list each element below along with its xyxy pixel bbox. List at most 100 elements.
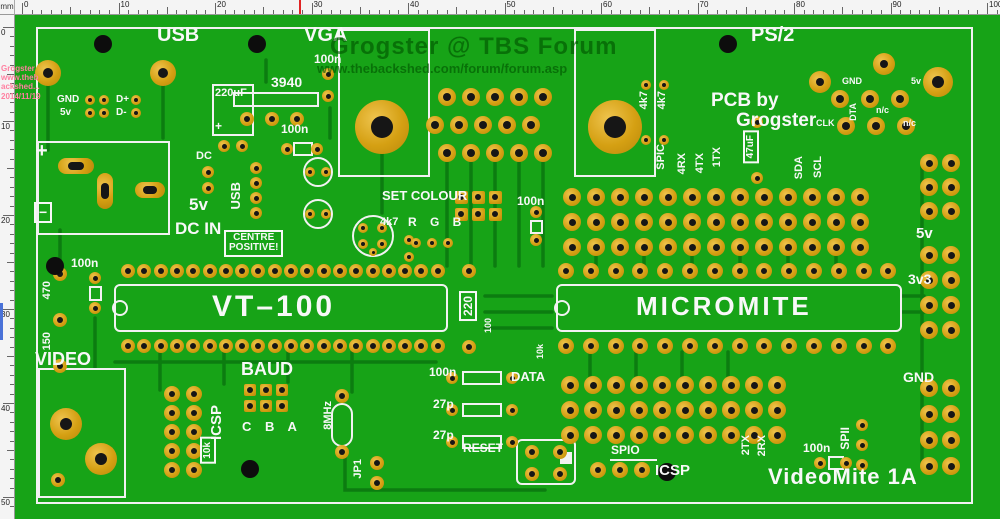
pad [462,264,476,278]
pad [942,154,960,172]
silkscreen-outline [38,368,126,498]
pad [607,401,625,419]
ruler-tick [832,10,834,14]
sda: SDA [793,156,805,180]
pad [920,178,938,196]
pad [942,405,960,423]
ruler-tick [10,290,14,292]
pad [630,426,648,444]
videomite: VideoMite 1A [768,464,918,489]
pad [897,117,915,135]
margin-note-line: www.thebackshed... [1,73,40,92]
pad [607,426,625,444]
ruler-tick [890,3,892,14]
pad [530,206,542,218]
pad [322,90,334,102]
ruler-tick [562,10,564,14]
usb-label: USB [157,24,200,46]
pad [404,235,414,245]
res-4k7-v2: 4k7 [656,91,668,110]
pad [462,88,480,106]
pad [267,339,282,353]
pad [803,238,821,256]
pad [659,188,677,206]
ruler-tick [22,3,23,14]
ruler-tick [70,7,72,14]
pad [607,338,624,354]
ruler-tick [3,309,14,310]
pad [722,401,740,419]
ruler-tick [784,10,786,14]
ruler-tick [10,158,14,160]
pad [779,188,797,206]
ruler-tick [629,10,631,14]
ruler-number: 20 [217,0,226,9]
tx1: 1TX [711,147,723,168]
pad [827,238,845,256]
rail-5v: 5v [916,225,933,242]
ruler-tick [10,196,14,198]
ruler-tick [118,3,120,14]
pad [186,443,202,459]
pad [236,140,248,152]
pad [855,263,872,279]
pad [699,401,717,419]
pad [251,264,266,278]
ruler-tick [987,3,988,14]
ruler-unit: mm [0,0,15,15]
ruler-tick [10,327,14,329]
reset-label: RESET [463,441,504,455]
ruler-tick [10,186,14,188]
pad [851,238,869,256]
pad [202,339,217,353]
pad [827,188,845,206]
ruler-tick [716,10,718,14]
ruler-tick [10,299,14,301]
pad [942,202,960,220]
pad [840,457,852,469]
pad [683,238,701,256]
ruler-tick [137,10,139,14]
ruler-tick [494,10,496,14]
pad [641,80,651,90]
ruler-tick [601,3,602,14]
oval-pad [135,182,165,198]
pad [781,338,798,354]
plus-220uf: + [215,119,223,133]
pad [659,135,669,145]
ruler-tick [243,10,245,14]
pad [587,238,605,256]
ruler-tick [504,3,506,14]
pad [377,223,387,233]
pad [426,116,444,134]
ruler-tick [253,10,255,14]
pad [322,68,334,80]
pad [653,376,671,394]
pad [305,209,315,219]
pad [830,338,847,354]
ps2-clk: CLK [816,118,835,128]
ruler-tick [996,10,998,14]
ruler-tick [10,280,14,282]
ruler-tick [794,3,795,14]
pad [756,338,773,354]
ruler-tick [909,10,911,14]
silkscreen-outline [516,439,576,485]
pad [506,372,518,384]
pad [920,202,938,220]
ruler-tick [99,10,101,14]
ruler-tick [10,271,14,273]
ruler-tick [446,10,448,14]
ruler-tick [436,10,438,14]
pad [920,246,938,264]
ps2-dta: DTA [848,103,858,121]
pad [235,264,250,278]
pad [250,177,262,189]
ruler-tick [929,10,931,14]
pad [756,263,773,279]
ruler-number: 60 [603,0,612,9]
